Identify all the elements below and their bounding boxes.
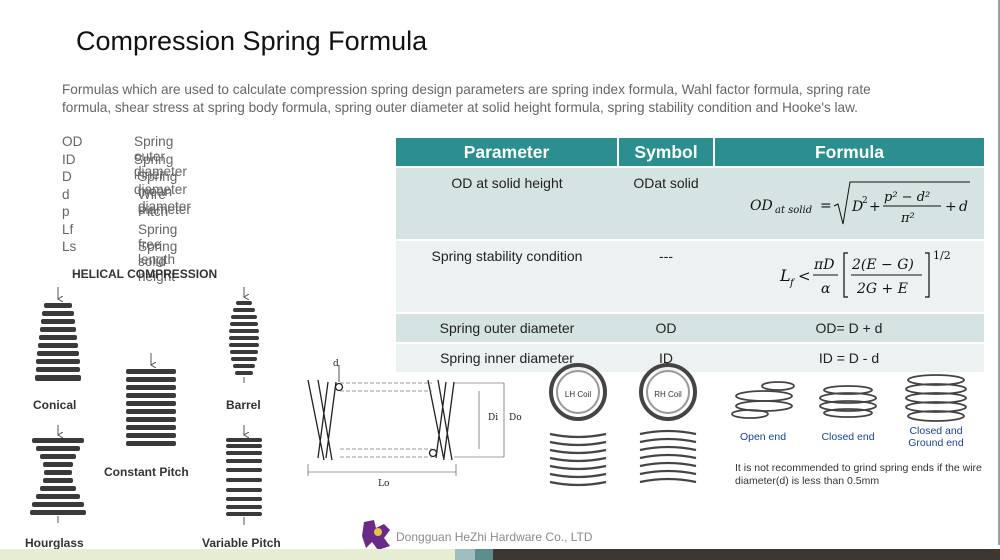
table-header-row: Parameter Symbol Formula	[396, 138, 984, 167]
symbol-cell: ID	[618, 342, 714, 372]
svg-text:=: =	[820, 198, 832, 214]
svg-text:p² − d²: p² − d²	[884, 190, 930, 205]
abbr-key: D	[62, 169, 72, 184]
symbol-cell: ---	[618, 239, 714, 313]
header-symbol: Symbol	[618, 138, 715, 167]
rh-coil-spring-icon	[639, 429, 697, 484]
header-parameter: Parameter	[396, 138, 619, 167]
closed-end-label: Closed end	[821, 431, 875, 443]
abbr-value: Pitch	[138, 204, 169, 219]
page-title: Compression Spring Formula	[76, 26, 428, 56]
abbr-key: Lf	[62, 222, 74, 237]
abbr-key: OD	[62, 134, 83, 149]
header-formula: Formula	[714, 138, 984, 167]
svg-text:d: d	[959, 199, 968, 215]
do-label: Do	[509, 413, 522, 423]
rh-coil-label: RH Coil	[654, 390, 682, 399]
company-name: Dongguan HeZhi Hardware Co., LTD	[396, 530, 593, 544]
spring-dimension-diagram: d Di Do Lo	[307, 359, 522, 489]
symbol-cell: OD	[618, 312, 714, 343]
abbr-key: p	[62, 204, 70, 219]
symbol-cell: ODat solid	[618, 166, 714, 240]
parameter-cell: Spring outer diameter	[396, 312, 618, 343]
formula-cell: ID = D - d	[714, 342, 984, 372]
formula-cell: OD at solid = D 2 + p² − d² π² + d	[714, 166, 984, 240]
lh-coil-label: LH Coil	[564, 390, 592, 399]
hourglass-spring-icon	[30, 425, 86, 523]
barrel-label: Barrel	[226, 398, 261, 412]
abbr-value: Spring outer diameter	[134, 134, 187, 179]
closed-ground-end-label: Closed and Ground end	[908, 425, 964, 449]
svg-text:1/2: 1/2	[933, 249, 951, 262]
abbr-value: Spring inner diameter	[134, 152, 187, 197]
svg-text:OD: OD	[750, 198, 773, 214]
footer-bar-segment	[493, 549, 1000, 560]
stability-formula: L f < πD α 2(E − G) 2G + E 1/2	[779, 249, 951, 298]
intro-text: Formulas which are used to calculate com…	[62, 82, 871, 115]
abbr-value: Spring solid height	[138, 239, 178, 284]
helical-springs-illustration	[30, 287, 262, 525]
lh-coil-spring-icon	[549, 432, 607, 487]
d-label: d	[333, 359, 339, 369]
footer-bar-segment	[475, 549, 493, 560]
di-label: Di	[488, 413, 498, 423]
parameter-cell: OD at solid height	[396, 166, 618, 240]
constant-pitch-spring-icon	[126, 353, 176, 446]
footer-bar-segment	[0, 549, 455, 560]
lh-coil-ring-icon	[549, 363, 607, 421]
variable-pitch-label: Variable Pitch	[202, 536, 281, 550]
formula-table: Parameter Symbol Formula OD at solid hei…	[396, 138, 984, 372]
svg-text:at solid: at solid	[775, 205, 812, 216]
formula-cell: L f < πD α 2(E − G) 2G + E 1/2	[714, 239, 984, 313]
svg-text:<: <	[798, 267, 811, 285]
helical-section-title: HELICAL COMPRESSION	[72, 267, 218, 281]
abbr-key: Ls	[62, 239, 77, 254]
lo-label: Lo	[378, 479, 389, 489]
svg-text:2(E − G): 2(E − G)	[851, 257, 914, 273]
hourglass-label: Hourglass	[25, 536, 84, 550]
abbr-key: d	[62, 187, 70, 202]
conical-label: Conical	[33, 398, 77, 412]
abbr-value: Wire diameter	[138, 187, 191, 217]
barrel-spring-icon	[229, 287, 259, 383]
conical-spring-icon	[35, 287, 81, 381]
parameter-cell: Spring stability condition	[396, 239, 618, 313]
svg-text:+: +	[945, 199, 957, 215]
rh-coil-ring-icon	[639, 363, 697, 421]
svg-text:2: 2	[862, 196, 868, 206]
company-logo-icon	[362, 520, 390, 550]
constant-pitch-label: Constant Pitch	[104, 465, 189, 479]
slide-border	[998, 0, 1000, 545]
table-row: Spring outer diameter OD OD= D + d	[396, 312, 984, 343]
open-end-label: Open end	[739, 431, 787, 443]
svg-text:f: f	[789, 278, 796, 289]
grinding-note: It is not recommended to grind spring en…	[735, 462, 982, 487]
table-row: OD at solid height ODat solid OD at soli…	[396, 166, 984, 240]
abbr-value: Spring free length	[138, 222, 178, 267]
svg-text:L: L	[779, 266, 791, 285]
table-row: Spring stability condition --- L f < πD …	[396, 239, 984, 313]
od-solid-formula: OD at solid = D 2 + p² − d² π² + d	[750, 181, 970, 226]
svg-text:πD: πD	[813, 257, 834, 273]
svg-text:π²: π²	[900, 211, 915, 226]
footer-bar-segment	[455, 549, 475, 560]
formula-cell: OD= D + d	[714, 312, 984, 343]
spring-end-types-illustration	[731, 374, 967, 422]
svg-text:D: D	[851, 199, 863, 215]
abbr-key: ID	[62, 152, 76, 167]
abbr-value: Spring mean diameter	[138, 169, 191, 214]
svg-text:+: +	[869, 199, 881, 215]
svg-text:2G + E: 2G + E	[856, 281, 908, 297]
variable-pitch-spring-icon	[226, 425, 262, 525]
svg-text:α: α	[821, 281, 831, 297]
table-row: Spring inner diameter ID ID = D - d	[396, 342, 984, 372]
